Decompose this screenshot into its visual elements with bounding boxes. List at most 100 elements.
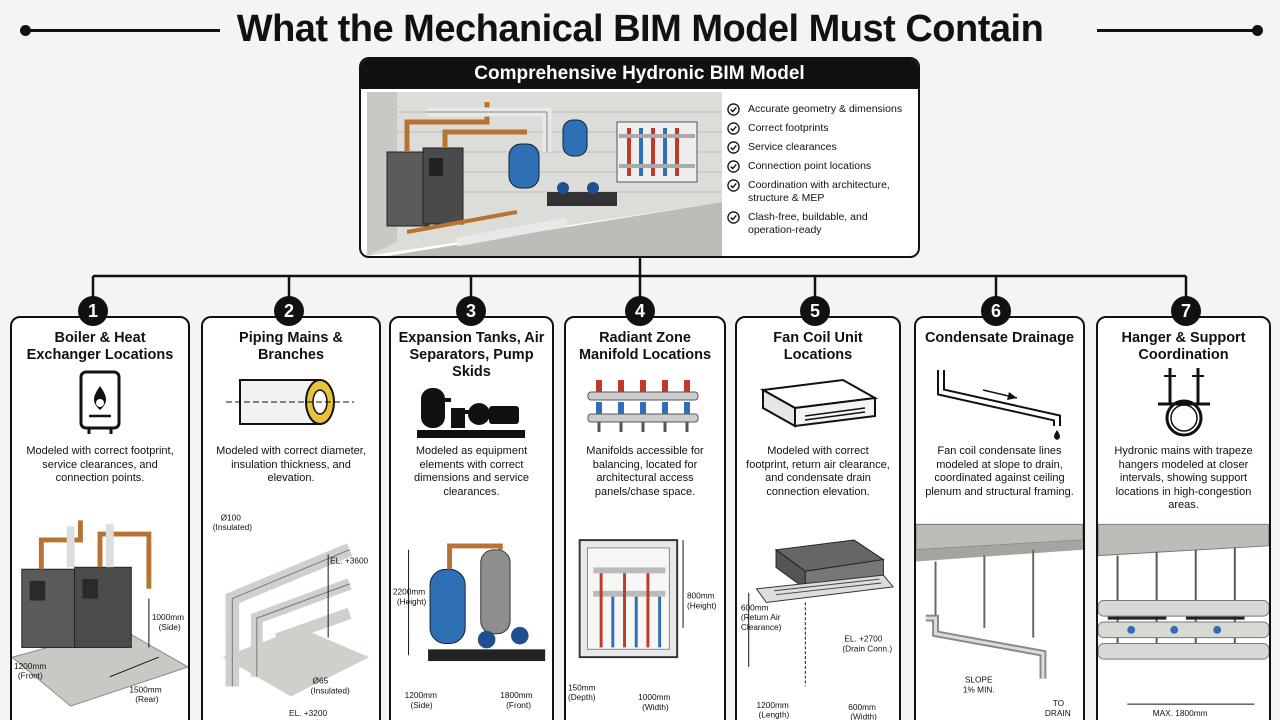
manifold-icon xyxy=(587,380,699,432)
hero-checklist: Accurate geometry & dimensions Correct f… xyxy=(727,103,917,243)
dimension-label: SLOPE xyxy=(965,675,993,685)
dimension-label: (Height) xyxy=(397,596,427,606)
checklist-item: Correct footprints xyxy=(727,122,917,135)
dimension-label: 1500mm xyxy=(129,684,161,694)
boiler-dimension-illustration: 1000mm (Side) 1200mm (Front) 1500mm (Rea… xyxy=(12,520,188,707)
page-title: What the Mechanical BIM Model Must Conta… xyxy=(0,8,1280,51)
dimension-label: DRAIN xyxy=(1045,708,1071,718)
dimension-label: 600mm xyxy=(741,602,769,612)
manifold-cabinet-illustration: 800mm (Height) 150mm (Depth) 1000mm (Wid… xyxy=(568,539,717,712)
condensate-drain-icon xyxy=(936,370,1061,440)
card-title: Piping Mains & Branches xyxy=(239,330,343,363)
title-dot-right xyxy=(1252,25,1263,36)
dimension-label: (Rear) xyxy=(135,694,159,704)
checklist-item: Coordination with architecture, structur… xyxy=(727,179,917,205)
card-title: Condensate Drainage xyxy=(924,330,1075,346)
card-description: Modeled with correct footprint, return a… xyxy=(746,445,890,498)
pump-skid-icon xyxy=(416,388,525,438)
card-title: Hanger & Support Coordination xyxy=(1121,330,1246,363)
card-radiant-manifold: Radiant Zone Manifold Locations Manifold… xyxy=(564,316,726,720)
card-condensate-drainage: Condensate Drainage Fan coil condensate … xyxy=(914,316,1085,720)
dimension-label: 1800mm xyxy=(500,690,532,700)
card-title: Fan Coil Unit Locations xyxy=(773,330,863,363)
dimension-label: (Front) xyxy=(18,671,43,681)
mechanical-room-illustration xyxy=(367,92,722,256)
step-badge-5: 5 xyxy=(800,296,830,326)
check-circle-icon xyxy=(727,122,740,135)
dimension-label: 2200mm xyxy=(393,587,425,597)
step-badge-3: 3 xyxy=(456,296,486,326)
dimension-label: (Front) xyxy=(506,700,531,710)
step-badge-1: 1 xyxy=(78,296,108,326)
condensate-slope-illustration: SLOPE 1% MIN. TO DRAIN xyxy=(916,523,1083,718)
dimension-label: Ø100 xyxy=(221,512,242,522)
card-description: Fan coil condensate lines modeled at slo… xyxy=(925,445,1074,498)
check-circle-icon xyxy=(727,211,740,224)
card-hanger-support: Hanger & Support Coordination Hydronic m… xyxy=(1096,316,1271,720)
dimension-label: (Return Air xyxy=(741,612,781,622)
dimension-label: 1% MIN. xyxy=(963,684,995,694)
dimension-label: TO xyxy=(1053,698,1065,708)
card-title: Expansion Tanks, Air Separators, Pump Sk… xyxy=(398,330,545,380)
card-title: Radiant Zone Manifold Locations xyxy=(578,330,712,363)
fan-coil-dimension-illustration: 600mm (Return Air Clearance) EL. +2700 (… xyxy=(741,539,895,720)
card-fan-coil: Fan Coil Unit Locations Modeled with cor… xyxy=(735,316,901,720)
step-badge-2: 2 xyxy=(274,296,304,326)
dimension-label: (Drain Conn.) xyxy=(842,643,892,653)
dimension-label: 150mm xyxy=(568,682,596,692)
card-description: Modeled with correct footprint, service … xyxy=(26,445,174,484)
check-circle-icon xyxy=(727,160,740,173)
title-row: What the Mechanical BIM Model Must Conta… xyxy=(0,4,1280,54)
dimension-label: (Length) xyxy=(758,710,789,720)
checklist-item: Clash-free, buildable, and operation-rea… xyxy=(727,211,917,237)
dimension-label: (Insulated) xyxy=(213,522,252,532)
step-badge-6: 6 xyxy=(981,296,1011,326)
dimension-label: (Height) xyxy=(687,600,717,610)
dimension-label: (Insulated) xyxy=(311,685,350,695)
card-boiler-locations: Boiler & Heat Exchanger Locations Modele… xyxy=(10,316,190,720)
card-piping-mains: Piping Mains & Branches Modeled with cor… xyxy=(201,316,381,720)
card-description: Hydronic mains with trapeze hangers mode… xyxy=(1114,445,1253,511)
dimension-label: EL. +3200 xyxy=(289,708,327,718)
card-title: Boiler & Heat Exchanger Locations xyxy=(26,330,174,363)
dimension-label: 1200mm xyxy=(14,661,46,671)
checklist-item: Service clearances xyxy=(727,141,917,154)
boiler-icon xyxy=(79,370,121,434)
check-circle-icon xyxy=(727,103,740,116)
dimension-label: 800mm xyxy=(687,591,715,601)
dimension-label: (Depth) xyxy=(568,692,596,702)
title-rule-left xyxy=(25,29,220,32)
step-badge-7: 7 xyxy=(1171,296,1201,326)
card-description: Manifolds accessible for balancing, loca… xyxy=(586,445,704,498)
dimension-label: MAX. 1800mm xyxy=(1153,708,1208,718)
card-expansion-tanks: Expansion Tanks, Air Separators, Pump Sk… xyxy=(389,316,554,720)
checklist-item: Accurate geometry & dimensions xyxy=(727,103,917,116)
pipe-hanger-icon xyxy=(1157,368,1210,437)
hero-model-box: Comprehensive Hydronic BIM Model xyxy=(359,57,920,258)
dimension-label: Ø65 xyxy=(313,676,329,686)
step-badge-4: 4 xyxy=(625,296,655,326)
dimension-label: 1000mm xyxy=(638,692,670,702)
dimension-label: 600mm xyxy=(848,702,876,712)
check-circle-icon xyxy=(727,179,740,192)
card-description: Modeled as equipment elements with corre… xyxy=(414,445,529,498)
dimension-label: 1000mm xyxy=(152,612,184,622)
dimension-label: (Side) xyxy=(159,622,181,632)
checklist-item: Connection point locations xyxy=(727,160,917,173)
dimension-label: (Side) xyxy=(411,700,433,710)
dimension-label: EL. +3600 xyxy=(330,555,368,565)
hero-heading: Comprehensive Hydronic BIM Model xyxy=(361,59,918,89)
piping-elevation-illustration: Ø100 (Insulated) EL. +3600 Ø65 (Insulate… xyxy=(213,512,370,718)
trapeze-hanger-illustration: MAX. 1800mm xyxy=(1098,523,1269,718)
dimension-label: 1200mm xyxy=(405,690,437,700)
pump-skid-dimension-illustration: 2200mm (Height) 1200mm (Side) 1800mm (Fr… xyxy=(393,543,546,710)
dimension-label: 1200mm xyxy=(757,700,789,710)
check-circle-icon xyxy=(727,141,740,154)
dimension-label: (Width) xyxy=(850,712,877,720)
card-description: Modeled with correct diameter, insulatio… xyxy=(216,445,366,484)
dimension-label: EL. +2700 xyxy=(844,634,882,644)
dimension-label: (Width) xyxy=(642,702,669,712)
insulated-pipe-icon xyxy=(226,379,354,425)
dimension-label: Clearance) xyxy=(741,622,782,632)
fan-coil-icon xyxy=(759,378,879,428)
